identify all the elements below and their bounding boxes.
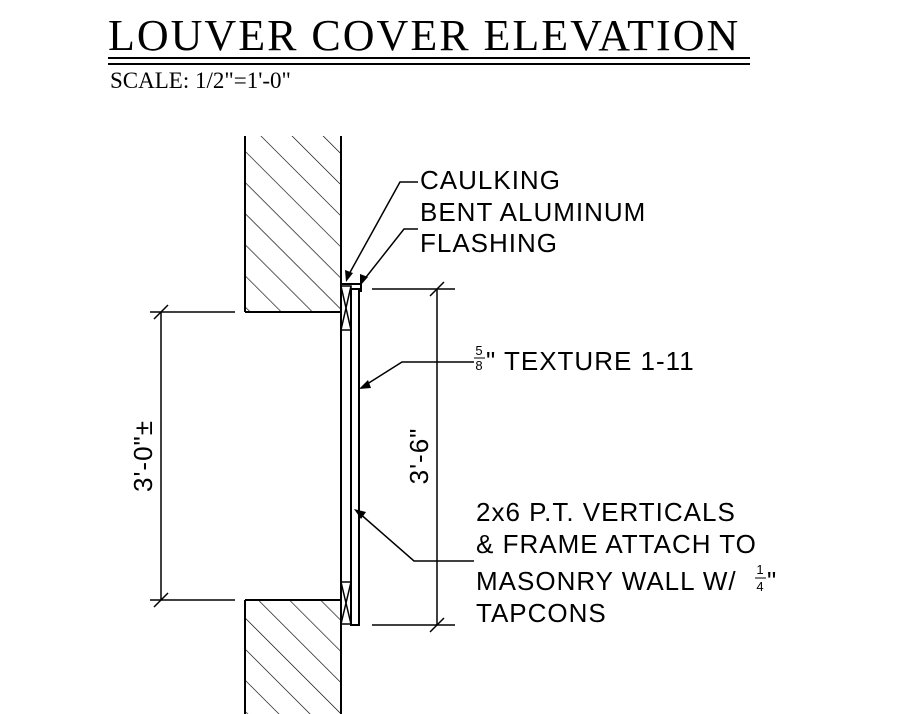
leader-flashing — [360, 228, 418, 286]
label-texture: 5 8 " TEXTURE 1-11 — [474, 343, 695, 376]
verticals-fraction-numerator: 1 — [756, 562, 763, 577]
verticals-line4: TAPCONS — [476, 598, 607, 628]
texture-fraction-numerator: 5 — [475, 343, 482, 358]
masonry-wall-lower — [244, 599, 342, 714]
texture-label-text: " TEXTURE 1-11 — [486, 346, 695, 376]
texture-panel — [350, 288, 360, 626]
leader-verticals — [354, 509, 474, 562]
drawing-scale: SCALE: 1/2"=1'-0" — [110, 68, 291, 93]
dimension-opening — [150, 304, 235, 608]
frame-block-top — [340, 285, 352, 331]
leader-caulking — [345, 181, 418, 282]
label-verticals: 2x6 P.T. VERTICALS & FRAME ATTACH TO MAS… — [476, 497, 777, 628]
verticals-line3: MASONRY WALL W/ — [476, 566, 737, 596]
label-flashing-line2: FLASHING — [420, 228, 558, 258]
dimension-opening-label: 3'-0"± — [128, 420, 158, 492]
leader-texture — [359, 361, 474, 389]
verticals-line3-suffix: " — [767, 566, 777, 596]
masonry-wall-upper — [244, 136, 342, 313]
dimension-cover-label: 3'-6" — [404, 428, 434, 485]
verticals-line2: & FRAME ATTACH TO — [476, 529, 757, 559]
texture-fraction-denominator: 8 — [475, 358, 482, 373]
drawing-title: LOUVER COVER ELEVATION — [108, 11, 740, 60]
verticals-fraction-denominator: 4 — [756, 579, 763, 594]
label-caulking: CAULKING — [420, 165, 561, 195]
dimension-cover — [372, 281, 455, 633]
verticals-line1: 2x6 P.T. VERTICALS — [476, 497, 736, 527]
frame-vertical — [340, 285, 352, 625]
label-flashing-line1: BENT ALUMINUM — [420, 197, 646, 227]
frame-block-bottom — [340, 581, 352, 625]
